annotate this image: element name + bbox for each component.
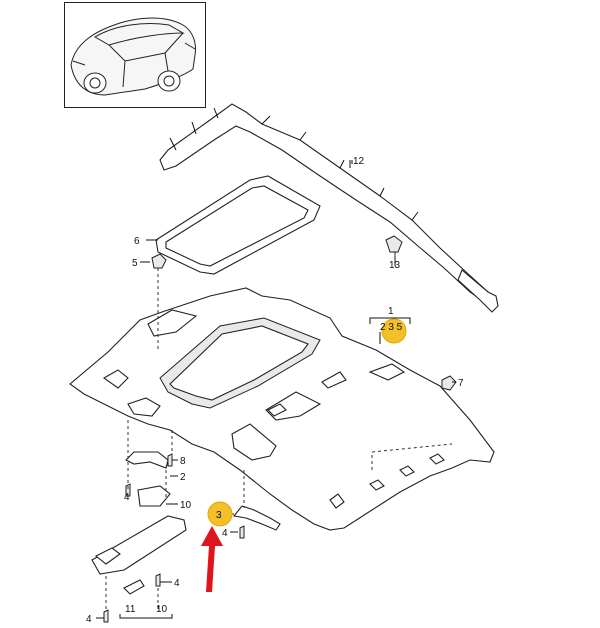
sun-visor-part <box>91 515 187 595</box>
red-arrow-icon <box>201 526 223 592</box>
headliner-part <box>69 287 495 531</box>
callout-2-3-5: 2 3 5 <box>380 322 403 333</box>
callout-13: 13 <box>389 260 401 271</box>
callout-3: 3 <box>216 510 222 521</box>
callout-10-upper: 10 <box>180 500 192 511</box>
callout-5: 5 <box>132 258 138 269</box>
callout-6: 6 <box>134 236 140 247</box>
callout-2: 2 <box>180 472 186 483</box>
callout-10-lower: 10 <box>156 604 168 615</box>
highlight-3 <box>207 501 233 527</box>
callout-8: 8 <box>180 456 186 467</box>
clip-7-part <box>441 375 457 391</box>
callout-11: 11 <box>125 604 136 615</box>
grab-handle-2-part <box>125 451 171 507</box>
callout-12: 12 <box>353 156 365 167</box>
clip-5-part <box>151 253 167 269</box>
screw-parts <box>103 453 245 623</box>
car-inset-icon <box>64 2 206 108</box>
callout-4-bottom: 4 <box>86 614 92 625</box>
sunroof-seal-part <box>155 175 321 275</box>
highlight-235 <box>381 318 407 344</box>
clip-13-part <box>385 235 403 258</box>
callout-4-right: 4 <box>222 528 228 539</box>
guide-lines <box>105 250 396 612</box>
callout-4-visor: 4 <box>174 578 180 589</box>
grab-handle-3-part <box>232 505 281 531</box>
callout-7: 7 <box>458 378 464 389</box>
callout-1: 1 <box>388 306 394 317</box>
callout-4-left: 4 <box>124 492 130 503</box>
air-rail-part <box>159 103 499 313</box>
